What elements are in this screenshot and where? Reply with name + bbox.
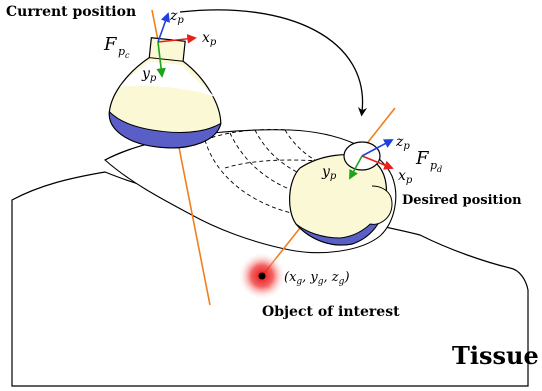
current-z-label: zp (169, 8, 184, 26)
current-frame-symbol: F p c (103, 34, 130, 60)
desired-probe-flange (369, 185, 393, 225)
current-frame-axes (156, 12, 197, 78)
object-of-interest-label: Object of interest (262, 304, 400, 320)
tissue-label: Tissue (452, 341, 539, 370)
current-probe-shade (120, 61, 215, 97)
current-z-axis (157, 12, 170, 43)
current-probe-tip (108, 110, 222, 149)
current-y-axis (156, 41, 166, 78)
svg-text:c: c (125, 51, 130, 60)
svg-text:F: F (103, 34, 118, 55)
desired-frame-symbol: F p d (415, 148, 442, 174)
svg-text:p: p (118, 45, 125, 58)
target-point (258, 272, 266, 280)
desired-position-label: Desired position (402, 193, 522, 208)
current-x-label: xp (202, 30, 217, 48)
svg-text:p: p (430, 159, 437, 172)
current-probe-neck (149, 57, 184, 62)
current-position-label: Current position (6, 4, 136, 20)
desired-z-label: zp (395, 134, 410, 152)
desired-x-axis (361, 155, 394, 170)
current-x-axis (157, 34, 197, 44)
transition-arrow (179, 9, 368, 117)
desired-z-axis (361, 139, 394, 157)
desired-y-axis (349, 155, 363, 180)
svg-text:d: d (437, 165, 442, 174)
desired-frame-axes (349, 139, 394, 180)
desired-x-label: xp (398, 168, 413, 186)
current-probe (108, 37, 222, 149)
svg-text:F: F (415, 148, 430, 169)
goal-coordinates-label: (xg, yg, zg) (284, 270, 350, 287)
